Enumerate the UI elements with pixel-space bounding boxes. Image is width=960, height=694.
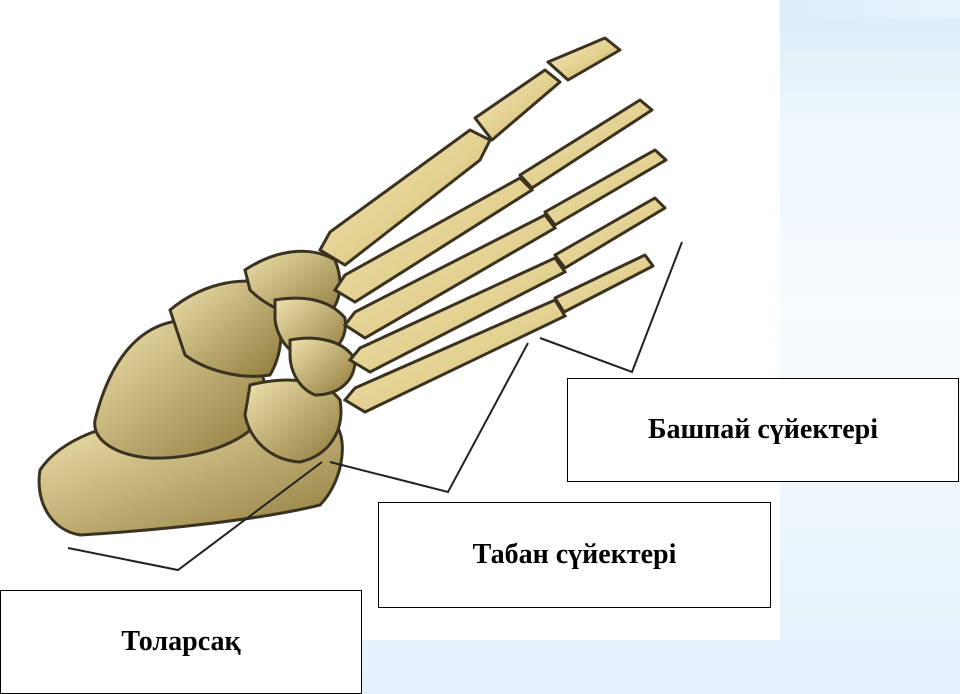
tarsals-label: Толарсақ	[0, 590, 362, 694]
metatarsals-label: Табан сүйектері	[378, 502, 771, 608]
phalanx-bones	[475, 38, 666, 312]
tarsal-bones	[39, 251, 355, 535]
phalanges-label: Башпай сүйектері	[567, 378, 959, 482]
phalanx-big-toe	[475, 70, 560, 140]
phalanx-big-toe-tip	[548, 38, 620, 80]
